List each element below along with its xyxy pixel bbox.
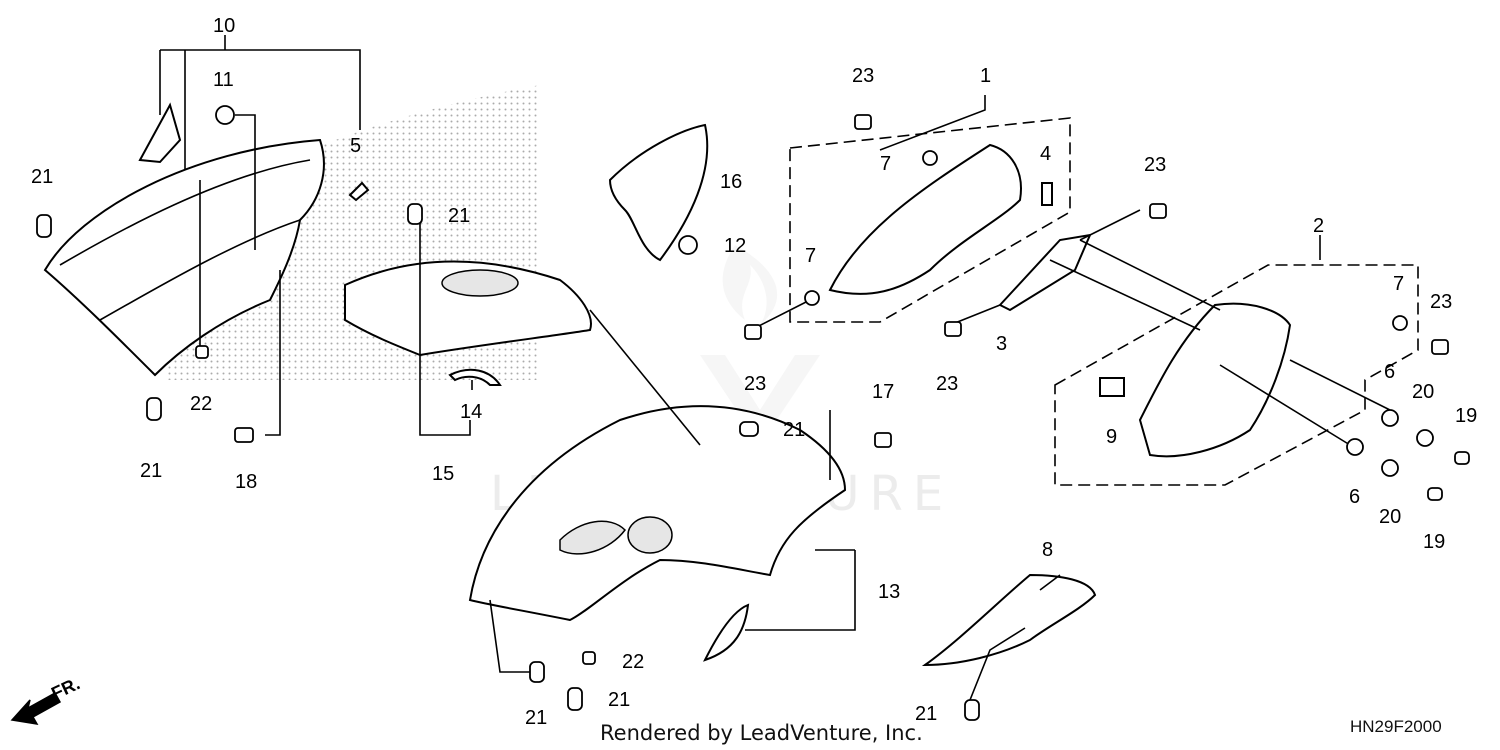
- bolt-18: [234, 427, 254, 443]
- callout-21: 21: [915, 703, 937, 725]
- clip-21-left: [36, 214, 52, 238]
- washer-20-upper: [1416, 429, 1434, 447]
- callout-labels: 10 11 21 5 21 22 21 18 14 15 16 12 23 1 …: [31, 15, 1477, 729]
- callout-19: 19: [1423, 531, 1445, 553]
- callout-17: 17: [872, 381, 894, 403]
- screw-22-bottom: [582, 651, 596, 665]
- nut-11: [215, 105, 235, 125]
- bolt-23-top: [854, 114, 872, 130]
- screw-19-lower: [1427, 487, 1443, 501]
- clip-21-guard: [964, 699, 980, 721]
- clip-21-panel: [739, 421, 759, 437]
- nut-7-left: [804, 290, 820, 306]
- part-1-inner-shroud: [828, 143, 1022, 295]
- bolt-23-far: [1431, 339, 1449, 355]
- part-15-tank-cover: [344, 260, 592, 386]
- callout-14: 14: [460, 401, 482, 423]
- callout-21: 21: [31, 166, 53, 188]
- nut-7-right: [1392, 315, 1408, 331]
- fasteners: [36, 105, 1470, 721]
- callout-7: 7: [880, 153, 891, 175]
- callout-18: 18: [235, 471, 257, 493]
- callout-12: 12: [724, 235, 746, 257]
- callout-23: 23: [852, 65, 874, 87]
- screw-22-left: [195, 345, 209, 359]
- callout-20: 20: [1412, 381, 1434, 403]
- watermark-logo: [700, 245, 820, 445]
- callout-15: 15: [432, 463, 454, 485]
- leader-lines: [159, 35, 1391, 701]
- callout-22: 22: [622, 651, 644, 673]
- callout-6: 6: [1349, 486, 1360, 508]
- nut-7-top: [922, 150, 938, 166]
- callout-21: 21: [140, 460, 162, 482]
- callout-1: 1: [980, 65, 991, 87]
- callout-3: 3: [996, 333, 1007, 355]
- callout-7: 7: [805, 245, 816, 267]
- callout-10: 10: [213, 15, 235, 37]
- part-10-cover: [43, 102, 325, 377]
- callout-23: 23: [1430, 291, 1452, 313]
- bolt-23-mid: [944, 321, 962, 337]
- callout-22: 22: [190, 393, 212, 415]
- callout-9: 9: [1106, 426, 1117, 448]
- clip-21-bottom-a: [529, 661, 545, 683]
- callout-6: 6: [1384, 361, 1395, 383]
- callout-4: 4: [1040, 143, 1051, 165]
- callout-19: 19: [1455, 405, 1477, 427]
- washer-20-lower: [1381, 459, 1399, 477]
- bolt-23-right: [1149, 203, 1167, 219]
- clip-21-lower-left: [146, 397, 162, 421]
- render-credit: Rendered by LeadVenture, Inc.: [600, 721, 923, 745]
- bolt-17: [874, 432, 892, 448]
- part-16-bracket: [608, 123, 709, 262]
- callout-21: 21: [608, 689, 630, 711]
- callout-8: 8: [1042, 539, 1053, 561]
- callout-2: 2: [1313, 215, 1324, 237]
- part-4-clip: [1041, 182, 1053, 206]
- assembly-outline-1: [789, 117, 1071, 323]
- bolt-23-left: [744, 324, 762, 340]
- part-3-stay: [998, 233, 1092, 312]
- callout-11: 11: [213, 69, 234, 91]
- screw-19-upper: [1454, 451, 1470, 465]
- nut-6-upper: [1381, 409, 1399, 427]
- assembly-outline-2: [1054, 264, 1419, 486]
- callout-13: 13: [878, 581, 900, 603]
- part-13-side-panel: [468, 405, 847, 662]
- callout-23: 23: [1144, 154, 1166, 176]
- callout-20: 20: [1379, 506, 1401, 528]
- callout-23: 23: [744, 373, 766, 395]
- diagram-code: HN29F2000: [1350, 717, 1442, 736]
- callout-21: 21: [783, 419, 805, 441]
- part-9-emblem: [1099, 377, 1125, 397]
- front-direction-arrow: FR.: [10, 673, 83, 725]
- callout-23: 23: [936, 373, 958, 395]
- callout-21: 21: [525, 707, 547, 729]
- nut-12: [678, 235, 698, 255]
- callout-7: 7: [1393, 273, 1404, 295]
- part-2-shroud: [1099, 302, 1292, 458]
- part-8-guard: [921, 573, 1097, 667]
- callout-16: 16: [720, 171, 742, 193]
- nut-6-lower: [1346, 438, 1364, 456]
- callout-21: 21: [448, 205, 470, 227]
- part-5-clip: [348, 181, 370, 202]
- callout-5: 5: [350, 135, 361, 157]
- clip-21-bottom-b: [567, 687, 583, 711]
- clip-21-tank: [407, 203, 423, 225]
